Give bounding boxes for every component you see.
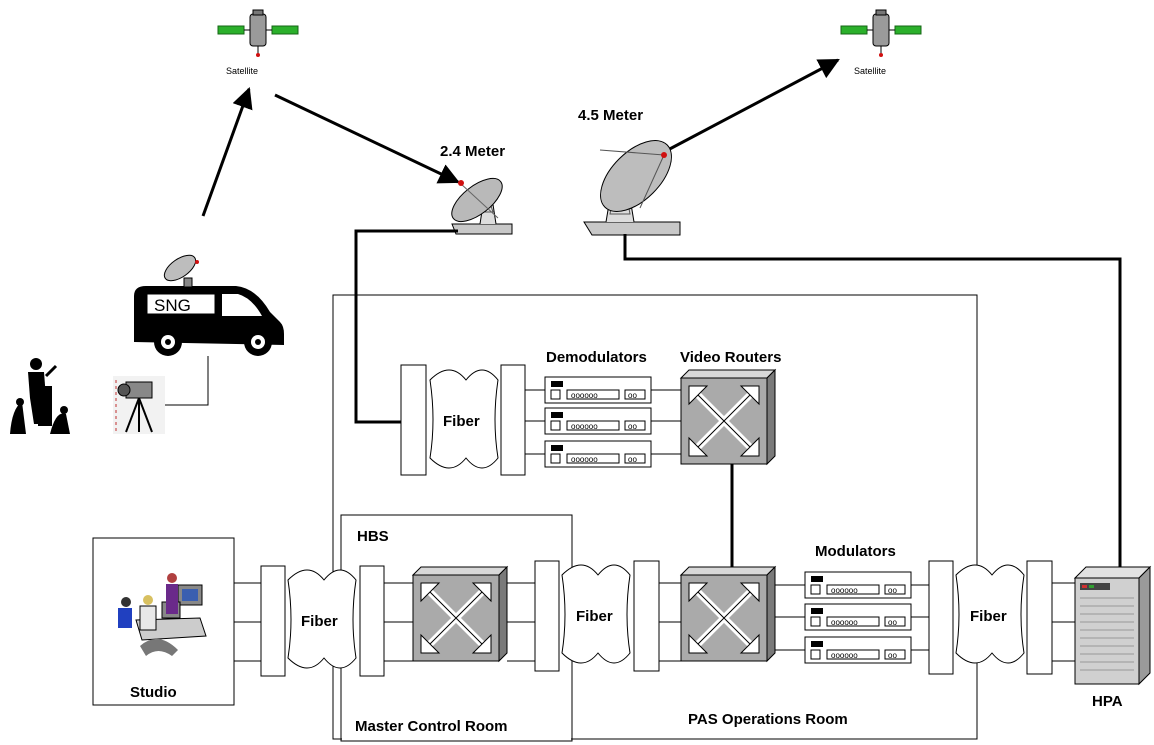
studio-label: Studio: [130, 684, 177, 701]
sng-truck-label: SNG: [154, 296, 191, 315]
fiber-right-label: Fiber: [970, 608, 1007, 625]
master-control-room-label: Master Control Room: [355, 718, 508, 735]
sng-truck-icon: [134, 254, 284, 356]
hpa-cabinet-icon: [1073, 565, 1152, 686]
camera-to-truck-line: [165, 356, 209, 406]
modulator-2: [804, 603, 912, 631]
fiber-top-cloud: [429, 369, 499, 469]
pas-operations-room-outline: [332, 294, 978, 740]
modulator-1: [804, 571, 912, 599]
dish-2-4-feed-line: [354, 229, 458, 424]
truck-uplink-arrow: [201, 87, 253, 217]
dish-4-5-feed-line: [623, 234, 1122, 570]
satellite-right-icon: [840, 9, 922, 58]
hbs-label: HBS: [357, 528, 389, 545]
fiber-mid-patch-left: [534, 560, 560, 672]
fiber-right-cloud: [955, 564, 1025, 664]
satellite-downlink-arrow: [274, 93, 460, 184]
camera-icon: [113, 376, 165, 434]
satellite-right-label: Satellite: [854, 66, 886, 76]
demodulator-2: [544, 407, 652, 435]
speaker-audience-icon: [10, 358, 70, 434]
fiber-studio-label: Fiber: [301, 613, 338, 630]
demodulator-3: [544, 440, 652, 468]
fiber-top-patch-right: [500, 364, 526, 476]
fiber-mid-label: Fiber: [576, 608, 613, 625]
studio-operators-icon: [118, 573, 207, 656]
dish-2-4-meter-label: 2.4 Meter: [440, 143, 505, 160]
satellite-left-icon: [217, 9, 299, 58]
fiber-top-label: Fiber: [443, 413, 480, 430]
hpa-label: HPA: [1092, 693, 1123, 710]
modulator-3: [804, 636, 912, 664]
modulators-label: Modulators: [815, 543, 896, 560]
satellite-left-label: Satellite: [226, 66, 258, 76]
fiber-mid-patch-right: [633, 560, 660, 672]
fiber-studio-patch-right: [359, 565, 385, 677]
pas-operations-room-label: PAS Operations Room: [688, 711, 848, 728]
fiber-top-patch-left: [400, 364, 427, 476]
large-dish-uplink-arrow: [663, 58, 840, 154]
video-router-bottom: [681, 567, 775, 661]
demodulator-1: [544, 376, 652, 404]
video-routers-label: Video Routers: [680, 349, 781, 366]
dish-2-4-meter-icon: [451, 177, 513, 235]
dish-4-5-meter-label: 4.5 Meter: [578, 107, 643, 124]
demodulators-label: Demodulators: [546, 349, 647, 366]
hbs-router: [413, 567, 507, 661]
video-router-top: [681, 370, 775, 464]
fiber-mid-cloud: [561, 564, 631, 664]
fiber-right-patch-left: [928, 560, 954, 675]
fiber-right-patch-right: [1026, 560, 1053, 675]
fiber-studio-patch-left: [260, 565, 286, 677]
dish-4-5-meter-icon: [583, 140, 681, 236]
fiber-studio-cloud: [287, 569, 357, 669]
